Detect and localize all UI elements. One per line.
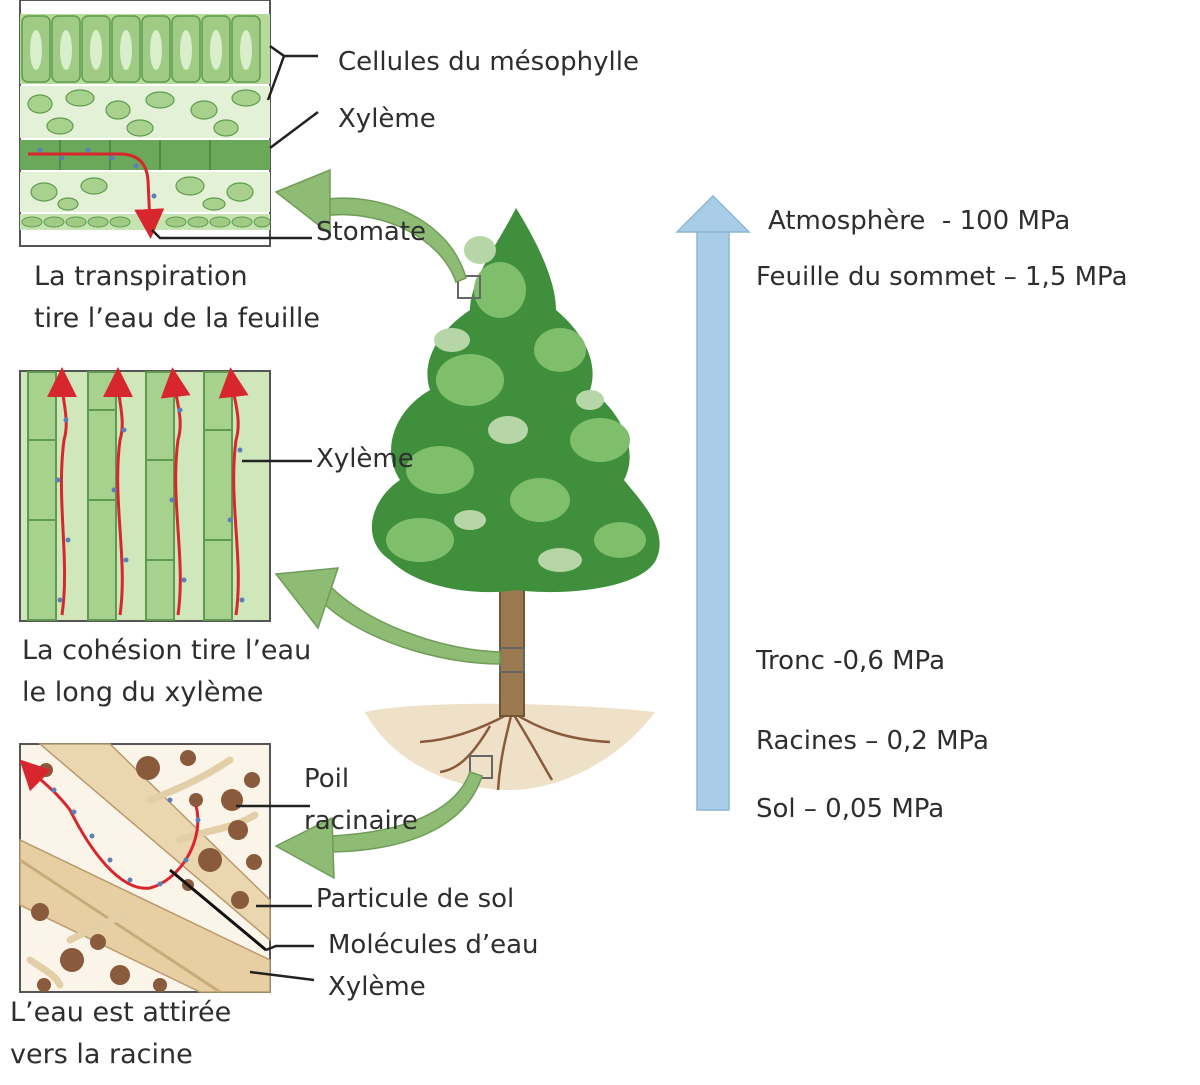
soil-potential-label: Sol – 0,05 MPa — [756, 794, 945, 824]
root-caption: L’eau est attirée vers la racine — [10, 992, 231, 1076]
soil-particle-label: Particule de sol — [316, 884, 515, 914]
mesophyll-cells-label: Cellules du mésophylle — [338, 47, 639, 77]
root-hair-label-line-1: Poil — [304, 764, 350, 794]
top-leaf-potential-label: Feuille du sommet – 1,5 MPa — [756, 262, 1128, 292]
stem-caption-line-2: le long du xylème — [22, 677, 264, 708]
atmosphere-potential-label: Atmosphère - 100 MPa — [768, 206, 1071, 236]
stomate-label: Stomate — [316, 217, 427, 247]
root-caption-line-1: L’eau est attirée — [10, 997, 232, 1028]
root-xylem-label: Xylème — [328, 972, 426, 1002]
root-leader-lines — [236, 804, 315, 982]
root-soil-section — [19, 743, 271, 994]
roots-potential-label: Racines – 0,2 MPa — [756, 726, 989, 756]
stem-caption-line-1: La cohésion tire l’eau — [22, 635, 312, 666]
trunk-potential-label: Tronc -0,6 MPa — [756, 646, 945, 676]
leaf-caption: La transpiration tire l’eau de la feuill… — [34, 256, 320, 340]
root-hair-label-line-2: racinaire — [304, 806, 418, 836]
stem-caption: La cohésion tire l’eau le long du xylème — [22, 630, 311, 714]
up-arrow-icon — [675, 194, 751, 811]
leaf-xylem-label: Xylème — [338, 104, 436, 134]
curved-arrow-icon — [274, 168, 501, 880]
root-caption-line-2: vers la racine — [10, 1039, 193, 1070]
stem-xylem-label: Xylème — [316, 444, 414, 474]
xylem-stem-section — [19, 367, 271, 622]
water-molecules-label: Molécules d’eau — [328, 930, 539, 960]
leaf-cross-section — [19, 0, 271, 247]
leaf-leader-lines — [151, 44, 319, 240]
leaf-caption-line-1: La transpiration — [34, 261, 248, 292]
root-hair-label: Poil racinaire — [304, 758, 418, 842]
leaf-caption-line-2: tire l’eau de la feuille — [34, 303, 321, 334]
tree-icon — [365, 208, 660, 791]
